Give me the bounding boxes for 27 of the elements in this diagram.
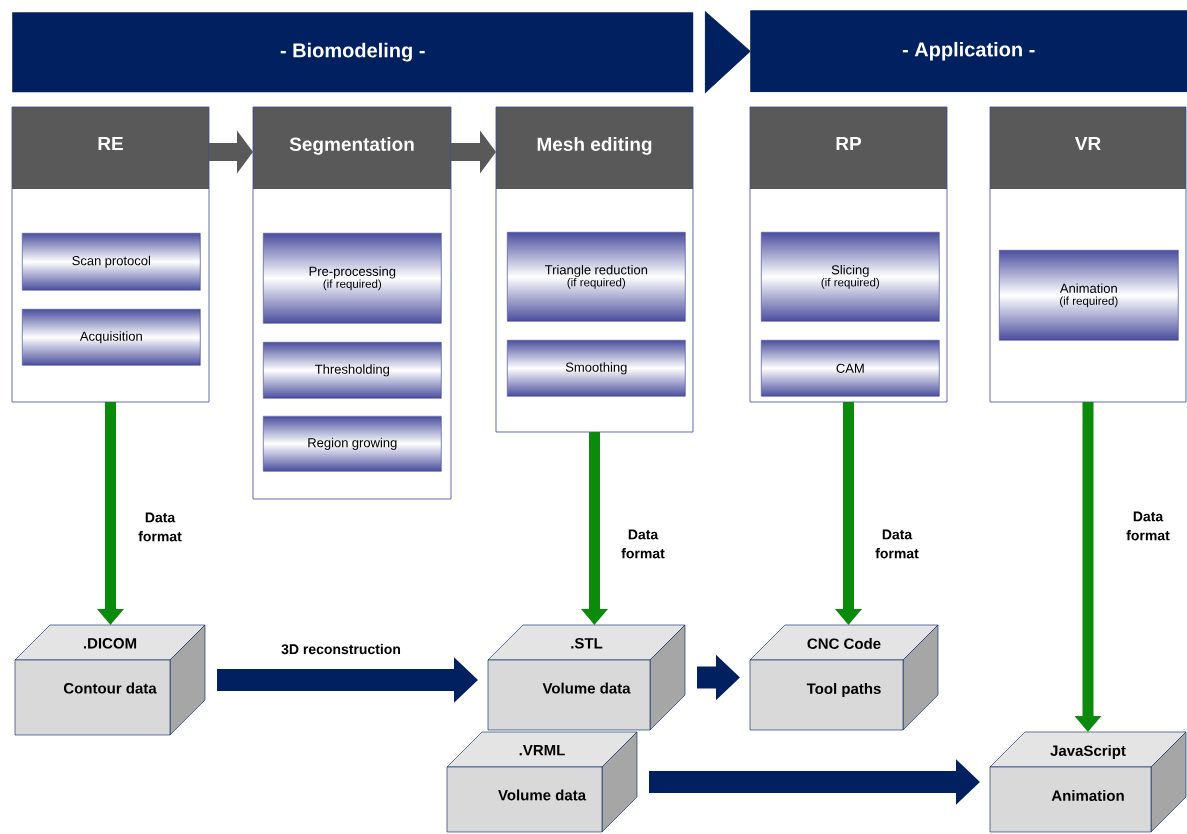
- edge-label: Data format: [128, 511, 192, 543]
- data-cube: .VRML Volume data: [446, 731, 638, 833]
- node-label: CNC Code: [807, 638, 881, 650]
- node-label: .STL: [571, 637, 603, 649]
- step-box: Slicing (if required): [761, 232, 940, 322]
- step-box: Pre-processing (if required): [263, 233, 442, 324]
- node-label: .DICOM: [83, 637, 137, 649]
- edge-label: 3D reconstruction: [280, 642, 402, 656]
- data-cube: .STL Volume data: [487, 624, 686, 731]
- block-arrow: [704, 11, 751, 93]
- node-label: .VRML: [519, 745, 565, 756]
- node-label: JavaScript: [1050, 745, 1126, 759]
- data-cube: JavaScript Animation: [989, 731, 1187, 833]
- edge-label: Data format: [865, 528, 929, 560]
- edge-label: Data format: [611, 528, 675, 560]
- step-box: Animation (if required): [999, 250, 1179, 341]
- data-cube: CNC Code Tool paths: [749, 624, 939, 731]
- step-box: Smoothing: [507, 340, 686, 397]
- banner: - Biomodeling -: [12, 12, 694, 93]
- step-box: Triangle reduction (if required): [507, 232, 686, 322]
- step-box: Region growing: [263, 416, 442, 472]
- data-cube: .DICOM Contour data: [14, 624, 206, 736]
- step-box: Acquisition: [22, 309, 201, 366]
- step-box: Scan protocol: [22, 233, 201, 291]
- step-box: CAM: [761, 340, 940, 397]
- step-box: Thresholding: [263, 342, 442, 399]
- edge-label: Data format: [1116, 510, 1180, 542]
